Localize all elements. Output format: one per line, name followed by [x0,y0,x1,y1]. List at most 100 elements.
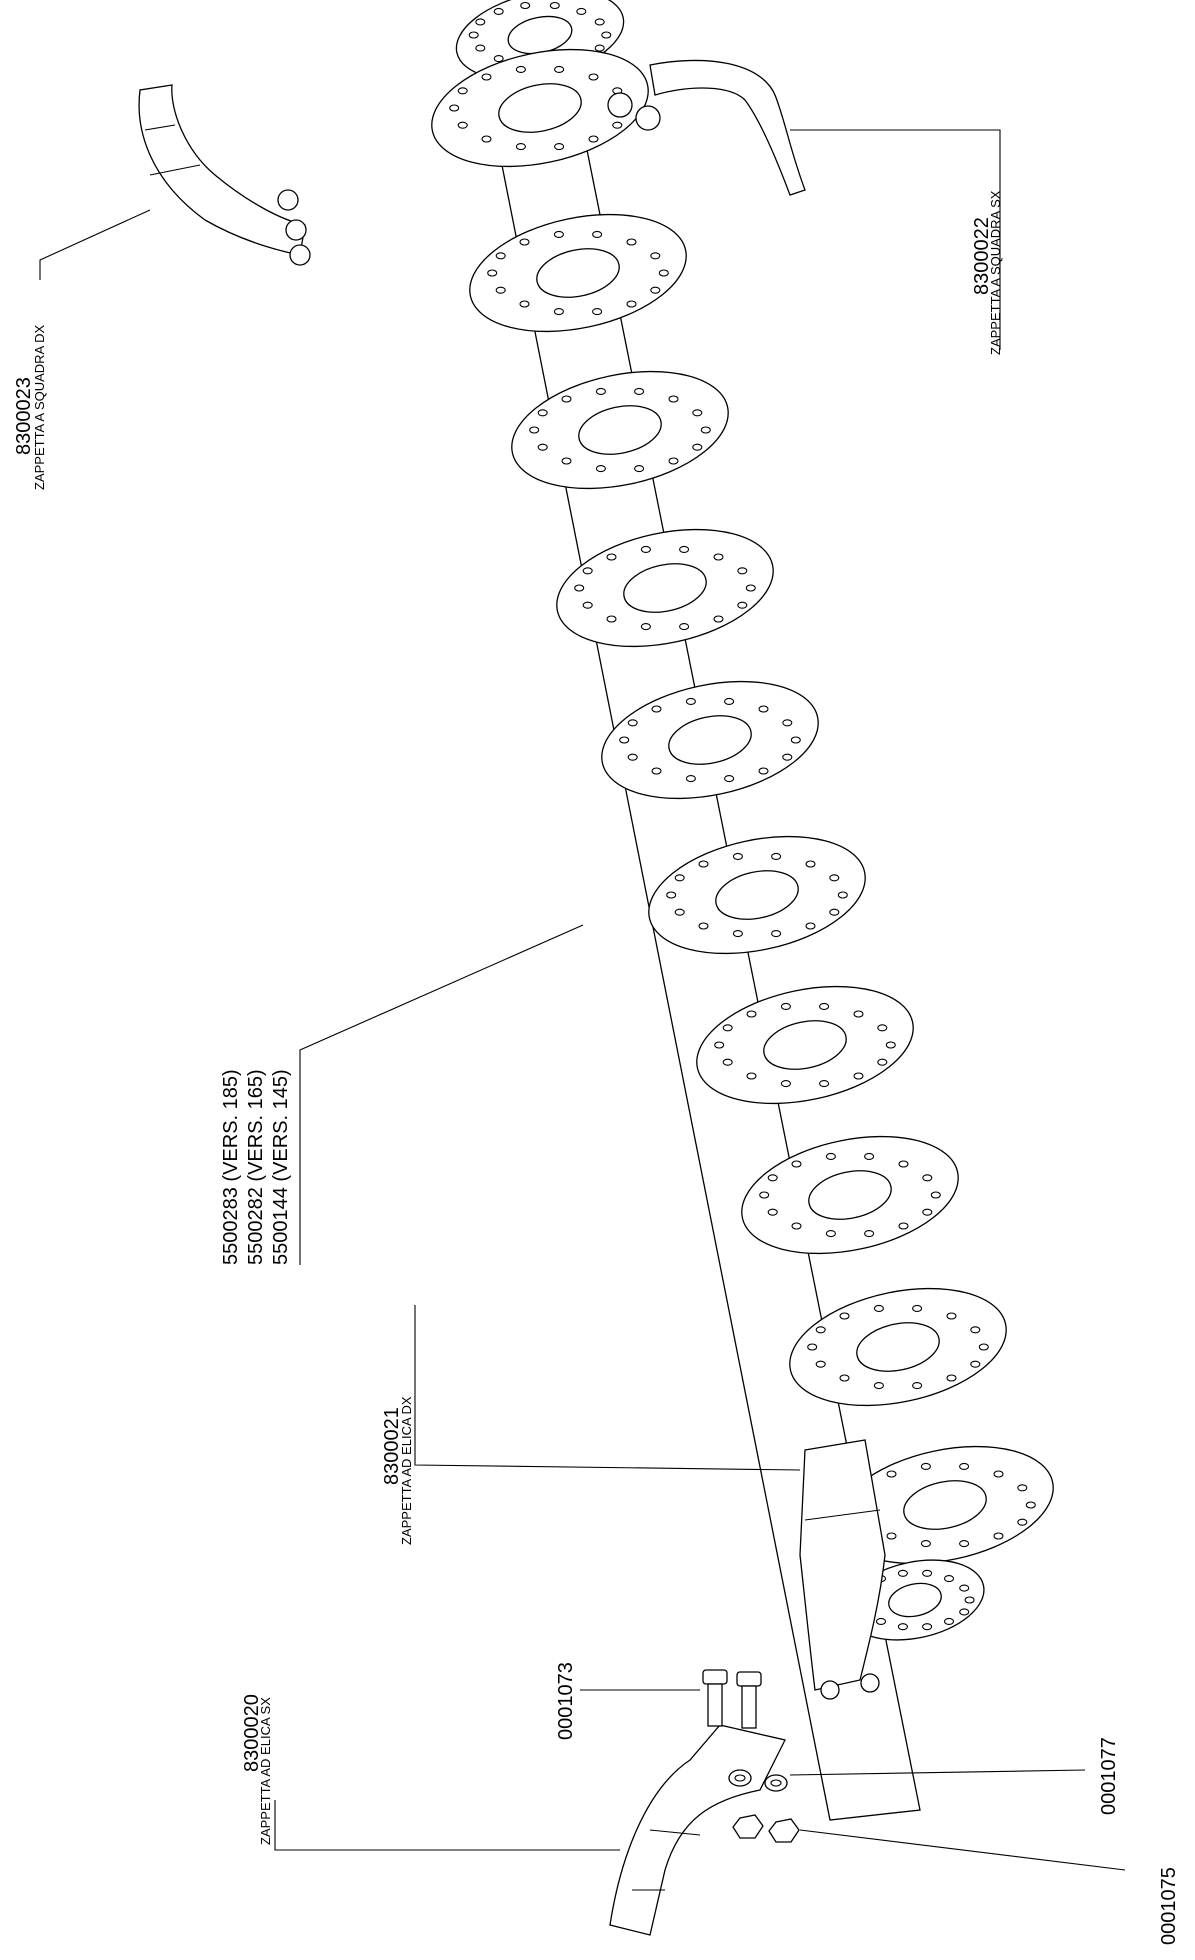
disc-bolt-hole [549,1,560,10]
disc-bolt-hole [685,775,696,783]
disc-bolt-hole [626,300,637,308]
disc-bolt-hole [561,395,572,403]
disc-bolt-hole [771,852,782,860]
disc-bolt-hole [576,7,587,15]
disc-bolt-hole [912,1304,923,1312]
disc-bolt-hole [634,387,645,395]
disc-bolt-hole [519,300,530,308]
disc-bolt-hole [839,1374,850,1382]
disc-bolt-hole [588,135,599,143]
disc-bolt-hole [493,7,504,15]
disc-bolt-hole [898,1222,909,1230]
disc-bolt-hole [640,623,651,631]
disc-bolt-hole [574,584,585,592]
disc-bolt-hole [592,230,603,238]
disc-bolt-hole [582,601,593,609]
disc-bolt-hole [993,1532,1004,1540]
disc-bolt-hole [692,409,703,417]
disc-bolt-hole [627,753,638,761]
disc-bolt-hole [885,1041,896,1049]
disc-bolt-hole [746,1010,757,1018]
disc-bolt-hole [468,31,479,39]
disc-bolt-hole [759,1191,770,1199]
label-elica-dx-code: 8300021 [381,1407,403,1485]
label-squadra-sx-code: 8300022 [971,217,993,295]
disc-bolt-hole [758,767,769,775]
disc-bolt-hole [724,697,735,705]
disc-bolt-hole [864,1230,875,1238]
disc-bolt-hole [713,553,724,561]
label-squadra-dx-desc: ZAPPETTA A SQUADRA DX [32,324,47,490]
disc-bolt-hole [877,1024,888,1032]
disc-bolt-hole [875,1617,887,1625]
disc-bolt-hole [594,18,605,26]
blade-elica-dx [799,1439,886,1691]
disc-bolt-hole [782,753,793,761]
disc-bolt-hole [651,705,662,713]
disc-bolt-hole [853,1072,864,1080]
disc-bolt-hole [1017,1484,1028,1492]
disc-bolt-hole [920,1540,931,1548]
disc-bolt-hole [922,1623,933,1631]
disc-bolt-hole [594,44,605,52]
disc-bolt-hole [554,143,565,151]
flange-disc [431,48,649,168]
disc-bolt-hole [771,930,782,938]
disc-bolt-hole [651,767,662,775]
disc-bolt-hole [959,1584,970,1592]
disc-bolt-hole [946,1374,957,1382]
disc-bolt-hole [782,719,793,727]
flange-disc [741,1135,959,1255]
disc-bolt-hole [668,395,679,403]
label-washer-code: 0001077 [1098,1737,1120,1815]
disc-bolt-hole [692,443,703,451]
label-squadra-sx-desc: ZAPPETTA A SQUADRA SX [988,190,1003,355]
disc-bolt-hole [959,1540,970,1548]
disc-bolt-hole [668,457,679,465]
disc-bolt-hole [724,775,735,783]
disc-bolt-hole [626,238,637,246]
disc-bolt-hole [815,1360,826,1368]
disc-bolt-hole [946,1312,957,1320]
disc-bolt-hole [582,567,593,575]
leader-lines [39,129,1126,1871]
blade-squadra-dx [138,84,306,256]
disc-bolt-hole [612,121,623,129]
disc-bolt-hole [886,1532,897,1540]
disc-bolt-hole [627,719,638,727]
disc-group [431,0,1054,1641]
disc-bolt-hole [553,230,564,238]
disc-bolt-hole [959,1462,970,1470]
disc-bolt-hole [790,736,801,744]
disc-bolt-hole [825,1230,836,1238]
disc-bolt-hole [815,1326,826,1334]
label-elica-sx-code: 8300020 [241,1694,263,1772]
disc-bolt-hole [495,286,506,294]
flange-disc [469,213,687,333]
disc-bolt-hole [912,1382,923,1390]
disc-bolt-hole [970,1360,981,1368]
disc-bolt-hole [606,553,617,561]
disc-bolt-hole [619,736,630,744]
disc-bolt-hole [819,1080,830,1088]
disc-bolt-hole [829,874,840,882]
callout-labels: 8300023 ZAPPETTA A SQUADRA DX 8300022 ZA… [13,190,1180,1945]
disc-bolt-hole [745,584,756,592]
flange-disc [648,835,866,955]
disc-bolt-hole [595,387,606,395]
disc-bolt-hole [897,1569,908,1577]
label-disc-v185: 5500283 (VERS. 185) [220,1069,242,1265]
disc-bolt-hole [837,891,848,899]
disc-bolt-hole [722,1058,733,1066]
disc-bolt-hole [666,891,677,899]
blade-group [138,59,886,1936]
disc-bolt-hole [758,705,769,713]
disc-bolt-hole [829,908,840,916]
disc-bolt-hole [606,615,617,623]
disc-bolt-hole [873,1304,884,1312]
disc-bolt-hole [791,1160,802,1168]
disc-bolt-hole [481,73,492,81]
disc-bolt-hole [481,135,492,143]
disc-bolt-hole [650,252,661,260]
disc-bolt-hole [1025,1501,1036,1509]
